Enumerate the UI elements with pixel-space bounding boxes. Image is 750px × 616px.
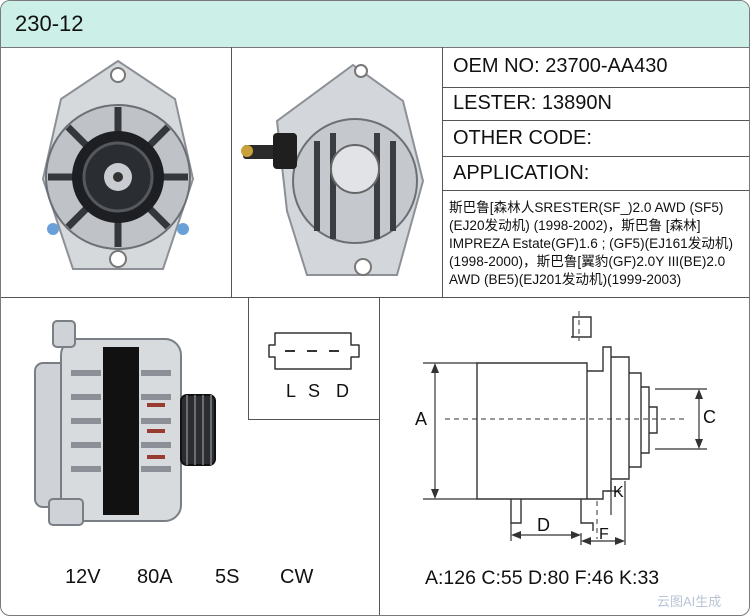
alternator-side-photo <box>34 320 216 526</box>
connector-box-left <box>248 297 249 419</box>
spec-rotation: CW <box>280 566 314 588</box>
dim-label-d: D <box>537 515 550 535</box>
dim-label-k: K <box>613 484 624 501</box>
connector-pin-l: L <box>286 381 296 401</box>
spec-voltage: 12V <box>65 566 101 588</box>
header-bar: 230-12 <box>1 1 749 48</box>
dim-label-a: A <box>415 409 427 429</box>
divider-vertical-bottom-right <box>379 297 380 615</box>
dim-label-f: F <box>599 526 609 543</box>
spec-pulley: 5S <box>215 566 240 588</box>
application-line: (1998-2000)，斯巴鲁[翼豹(GF)2.0Y III(BE)2.0 <box>449 254 726 269</box>
alternator-rear-photo <box>241 63 425 276</box>
divider-vertical-top-right <box>442 47 443 297</box>
connector-box-bottom <box>248 419 379 420</box>
application-label: APPLICATION: <box>453 162 590 184</box>
dimension-drawing: A C D F K <box>415 311 716 545</box>
other-code: OTHER CODE: <box>453 127 592 149</box>
application-list: 斯巴鲁[森林人SRESTER(SF_)2.0 AWD (SF5) (EJ20发动… <box>449 199 745 289</box>
alternator-front-photo <box>41 59 195 270</box>
info-row-divider-1 <box>442 87 749 88</box>
part-number-title: 230-12 <box>15 11 84 36</box>
divider-horizontal-middle <box>1 297 749 298</box>
dim-label-c: C <box>703 407 716 427</box>
lester-number: LESTER: 13890N <box>453 92 612 114</box>
spec-current: 80A <box>137 566 173 588</box>
watermark: 云图AI生成 <box>657 594 722 609</box>
connector-diagram: L S D <box>268 332 360 401</box>
connector-pin-d: D <box>336 381 349 401</box>
divider-vertical-top-left <box>231 47 232 297</box>
dimensions-summary: A:126 C:55 D:80 F:46 K:33 <box>425 567 660 589</box>
info-row-divider-2 <box>442 120 749 121</box>
info-row-divider-4 <box>442 190 749 191</box>
application-line: 斯巴鲁[森林人SRESTER(SF_)2.0 AWD (SF5) <box>449 200 724 215</box>
oem-number: OEM NO: 23700-AA430 <box>453 55 668 77</box>
application-line: IMPREZA Estate(GF)1.6 ; (GF5)(EJ161发动机) <box>449 236 734 251</box>
application-line: (EJ20发动机) (1998-2002)，斯巴鲁 [森林] <box>449 218 701 233</box>
connector-pin-s: S <box>308 381 320 401</box>
application-line: AWD (BE5)(EJ201发动机)(1999-2003) <box>449 272 682 287</box>
info-row-divider-3 <box>442 156 749 157</box>
